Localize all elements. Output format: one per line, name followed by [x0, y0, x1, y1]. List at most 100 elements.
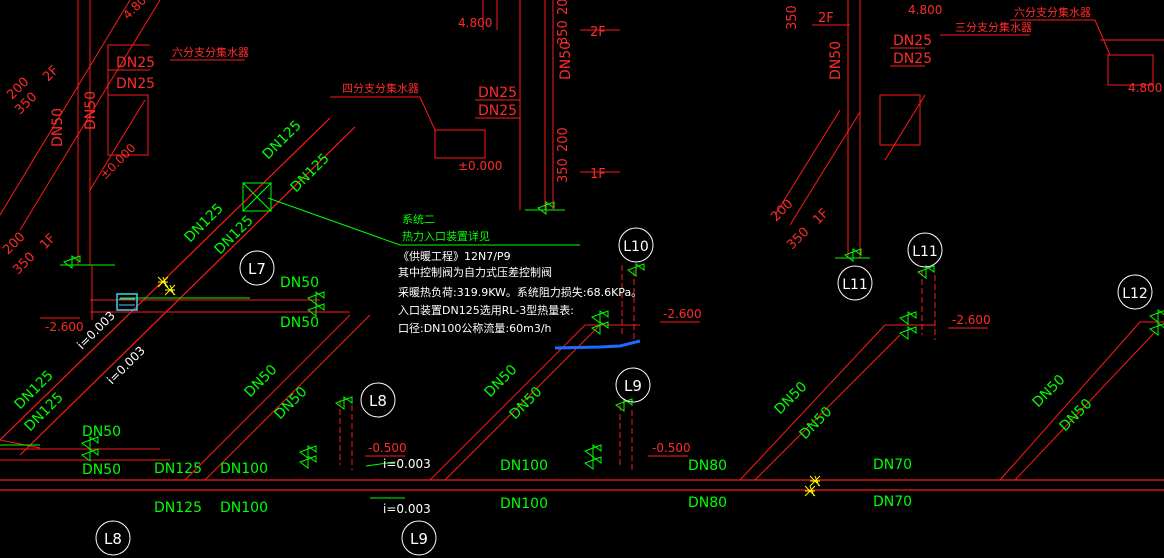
risers [77, 0, 936, 470]
valve-h [898, 326, 917, 340]
manifold-box-c [879, 94, 921, 146]
floor-label: 2F [818, 11, 834, 26]
manifolds [107, 19, 1164, 159]
dim-label: 350 [784, 225, 812, 253]
riser-circle-l9[interactable] [615, 367, 651, 403]
blue-marked-line [554, 339, 641, 350]
elevation-label: -2.600 [663, 307, 702, 321]
riser-circle-l8[interactable] [360, 382, 396, 418]
valve-u [843, 248, 862, 262]
note-leader [267, 197, 401, 246]
pipe-label: DN50 [280, 315, 319, 331]
note-line-5: 采暖热负荷:319.9KW。系统阻力损失:68.6KPa。 [398, 285, 642, 299]
pipe-label: DN125 [154, 461, 202, 477]
valve-q [334, 396, 353, 410]
note-line-6: 入口装置DN125选用RL-3型热量表: [398, 303, 574, 317]
pipe-label: DN70 [873, 494, 912, 510]
valve-e [590, 310, 609, 324]
pipe-label: DN125 [154, 500, 202, 516]
floor-label: 2F [40, 63, 62, 85]
riser-circle-l12[interactable] [1117, 274, 1153, 310]
pipe-label: DN125 [260, 118, 305, 163]
pipe-label: DN50 [1030, 372, 1069, 411]
valve-k [80, 436, 99, 450]
entrance-device-cross [242, 182, 272, 212]
riser-label-l11a: L11 [842, 277, 868, 293]
manifold-lines-a [107, 44, 150, 95]
floor-label: 1F [37, 231, 59, 253]
dimension-lines [552, 0, 850, 210]
riser-circle-l11b[interactable] [907, 232, 943, 268]
pipe-label: DN25 [893, 33, 932, 49]
valve-l [80, 448, 99, 462]
upper-left-diagonal-a [0, 0, 131, 216]
pipe-label: DN50 [82, 424, 121, 440]
entrance-note: 系统二 热力入口装置详见 《供暖工程》12N7/P9 其中控制阀为自力式压差控制… [398, 213, 642, 335]
note-line-1: 系统二 [402, 213, 435, 226]
riser-label-l11b: L11 [912, 244, 938, 260]
dn125-diagonal-b [19, 126, 356, 456]
manifold-lines-c [890, 47, 925, 67]
riser-circle-l8-bottom[interactable] [95, 520, 131, 556]
slope-arrow-a [365, 461, 396, 467]
dim-label: 350 [785, 5, 800, 30]
pipe-label: DN50 [558, 41, 574, 80]
note-line-4: 其中控制阀为自力式压差控制阀 [398, 265, 552, 279]
green-lines [0, 182, 870, 499]
manifold-lines-b [330, 96, 520, 131]
valve-j [1148, 322, 1164, 336]
right-diagonal-c [884, 94, 926, 161]
riser-label-l12: L12 [1122, 286, 1148, 302]
dn50-diagonal-a [184, 314, 351, 481]
riser-circle-l9-bottom[interactable] [401, 520, 437, 556]
note-line-7: 口径:DN100公称流量:60m3/h [398, 321, 552, 335]
floor-label: 2F [590, 25, 606, 40]
pipe-label: DN25 [893, 51, 932, 67]
riser-label-l8-bottom: L8 [104, 530, 122, 548]
pipe-label: DN125 [288, 151, 333, 196]
manifold-box-a [107, 94, 149, 156]
riser-circle-l11a[interactable] [837, 265, 873, 301]
riser-circle-l7[interactable] [239, 250, 275, 286]
elevation-label: -0.500 [652, 441, 691, 455]
dim-label: 350 [556, 20, 571, 45]
pipe-label: DN100 [500, 496, 548, 512]
elevation-label: 4.800 [1128, 81, 1162, 95]
elevation-label: 4.800 [908, 3, 942, 17]
pipe-label: DN100 [220, 500, 268, 516]
valve-f [590, 321, 609, 335]
pipe-label: DN50 [50, 108, 66, 147]
diagonal-pipes [0, 0, 1164, 481]
pipe-label: DN50 [828, 41, 844, 80]
pipe-label: DN25 [116, 55, 155, 71]
floor-dimension-labels: 2F 1F 2F 1F 2F 1F 200 350 200 350 350 20… [0, 0, 850, 278]
top-diagonal-c [89, 99, 146, 191]
elevation-label: 4.800 [120, 0, 154, 22]
note-line-3: 《供暖工程》12N7/P9 [398, 249, 511, 263]
snap-markers [157, 276, 821, 497]
dim-label: 200 [556, 127, 571, 152]
pipe-label: DN50 [507, 384, 546, 423]
valve-t [536, 201, 555, 215]
heat-meter-box [116, 293, 138, 311]
pipe-label: DN70 [873, 457, 912, 473]
elevation-label: -2.600 [45, 320, 84, 334]
elevation-label: ±0.000 [458, 159, 502, 173]
manifold-labels: 六分支分集水器 四分支分集水器 三分支分集水器 六分支分集水器 [172, 5, 1091, 95]
heat-meter-symbol [116, 293, 138, 311]
riser-circle-l10[interactable] [618, 227, 654, 263]
dn50-diagonal-g [999, 321, 1141, 481]
pipe-label: DN25 [478, 85, 517, 101]
dn50-diagonal-b [204, 314, 371, 481]
slope-label: i=0.003 [383, 457, 431, 471]
elevation-label: 4.800 [458, 16, 492, 30]
elevation-underlines [40, 317, 988, 457]
floor-label: 1F [590, 167, 606, 182]
valve-p [916, 265, 935, 279]
marker-b [164, 284, 176, 296]
manifold-box-d [1107, 54, 1154, 86]
elevation-label: -2.600 [952, 313, 991, 327]
manifold-label: 六分支分集水器 [172, 45, 249, 59]
pipe-label: DN50 [83, 91, 99, 130]
